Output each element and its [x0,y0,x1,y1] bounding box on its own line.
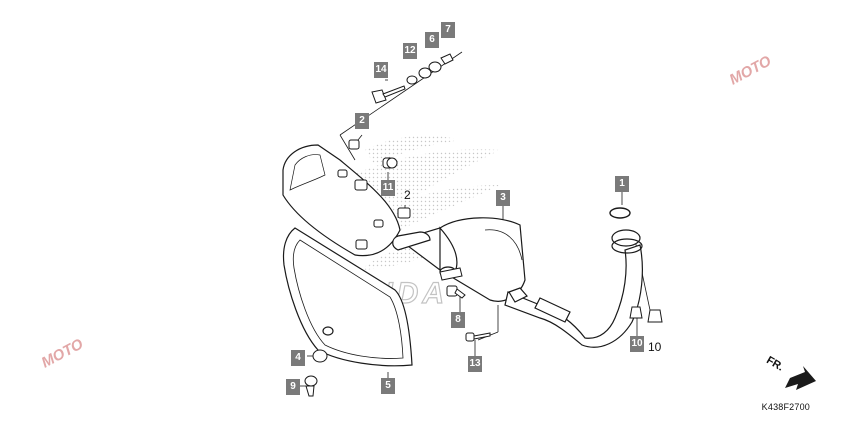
muffler-end-cover [282,144,401,257]
part-ref-13[interactable]: 13 [468,356,482,372]
mount-hardware [304,157,663,397]
part-ref-1[interactable]: 1 [615,176,629,192]
exhaust-pipe [504,207,643,348]
part-ref-4[interactable]: 4 [291,350,305,366]
part-ref-7[interactable]: 7 [441,22,455,38]
part-label-2-plain[interactable]: 2 [404,188,411,202]
top-fastener-stack [371,53,454,104]
part-ref-11[interactable]: 11 [381,180,395,196]
part-ref-12[interactable]: 12 [403,43,417,59]
part-ref-5[interactable]: 5 [381,378,395,394]
part-ref-8[interactable]: 8 [451,312,465,328]
part-ref-14[interactable]: 14 [374,62,388,78]
part-label-10-plain[interactable]: 10 [648,340,662,354]
part-ref-10[interactable]: 10 [630,336,644,352]
part-ref-2[interactable]: 2 [355,113,369,129]
part-ref-9[interactable]: 9 [286,379,300,395]
muffler-body [392,217,526,302]
part-ref-3[interactable]: 3 [496,190,510,206]
front-direction-arrow-icon [785,366,816,390]
diagram-code: K438F2700 [761,402,810,412]
part-ref-6[interactable]: 6 [425,32,439,48]
